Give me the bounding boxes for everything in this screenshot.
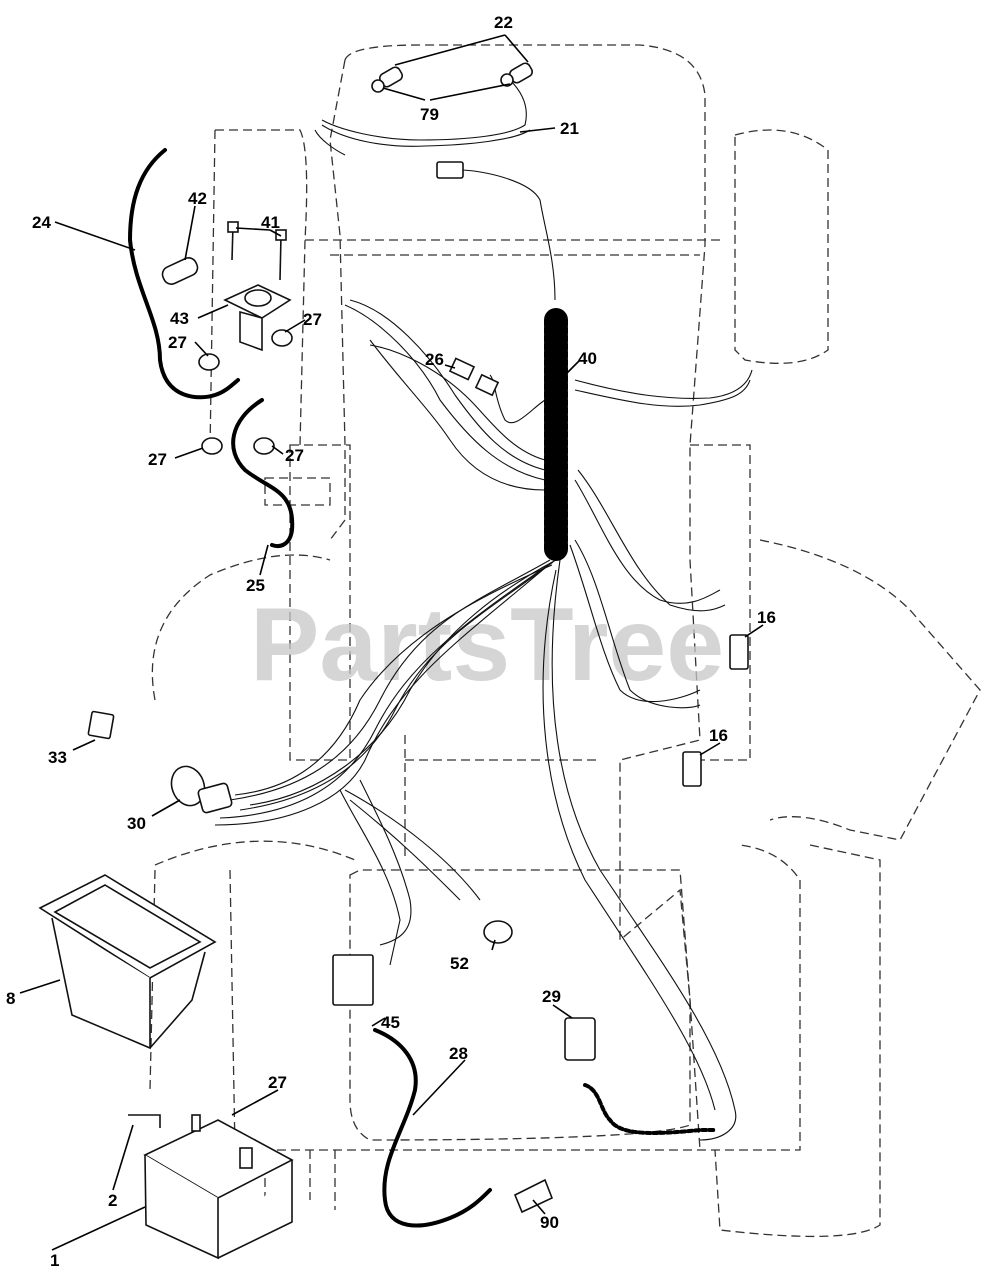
terminal-boot	[161, 257, 199, 285]
fuse	[87, 710, 115, 740]
callout-27-a: 27	[168, 333, 187, 352]
callout-42: 42	[188, 189, 207, 208]
ground-wire-coil	[583, 1083, 717, 1135]
callout-41: 41	[261, 213, 280, 232]
callout-27-d: 27	[285, 446, 304, 465]
battery-cable-25	[231, 398, 295, 549]
terminal-boot-90	[513, 1178, 554, 1214]
bulb	[483, 920, 513, 944]
callout-90: 90	[540, 1213, 559, 1232]
watermark-text: PartsTree	[250, 587, 724, 703]
connector-26	[448, 357, 500, 397]
callout-24: 24	[32, 213, 51, 232]
callout-79: 79	[420, 105, 439, 124]
callout-16-b: 16	[709, 726, 728, 745]
ignition-switch	[170, 765, 233, 814]
harness-module	[436, 161, 464, 179]
battery	[143, 1114, 294, 1260]
battery-bracket	[128, 1114, 161, 1128]
callout-40: 40	[578, 349, 597, 368]
starter-solenoid	[223, 284, 292, 352]
callout-22: 22	[494, 13, 513, 32]
nut	[198, 353, 220, 371]
wire-harness	[214, 79, 753, 1141]
callout-30: 30	[127, 814, 146, 833]
callout-29: 29	[542, 987, 561, 1006]
callout-27-c: 27	[148, 450, 167, 469]
callout-8: 8	[6, 989, 15, 1008]
nut	[271, 329, 293, 347]
hour-meter	[332, 954, 374, 1006]
callout-33: 33	[48, 748, 67, 767]
callout-21: 21	[560, 119, 579, 138]
callout-45: 45	[381, 1013, 400, 1032]
callout-43: 43	[170, 309, 189, 328]
nut	[253, 437, 275, 455]
callout-26: 26	[425, 350, 444, 369]
callout-28: 28	[449, 1044, 468, 1063]
headlight-connectors	[371, 62, 533, 93]
safety-switch	[564, 1017, 596, 1061]
callout-27-b: 27	[303, 310, 322, 329]
mower-outline	[149, 44, 981, 1238]
callout-16-a: 16	[757, 608, 776, 627]
callout-27-e: 27	[268, 1073, 287, 1092]
connector-16-lower	[682, 751, 702, 787]
battery-tray	[38, 874, 217, 1050]
battery-cable-24	[127, 148, 240, 400]
callout-52: 52	[450, 954, 469, 973]
connector-16-upper	[729, 634, 749, 670]
bolts	[227, 221, 287, 281]
callout-2: 2	[108, 1191, 117, 1210]
callouts: 22 79 21 24 42 41 43 27 27 27 27 25 26 4…	[6, 13, 776, 1270]
leader-lines	[19, 34, 764, 1251]
callout-1: 1	[50, 1251, 59, 1270]
battery-cable-28	[373, 1028, 492, 1228]
nut	[201, 437, 223, 455]
callout-25: 25	[246, 576, 265, 595]
